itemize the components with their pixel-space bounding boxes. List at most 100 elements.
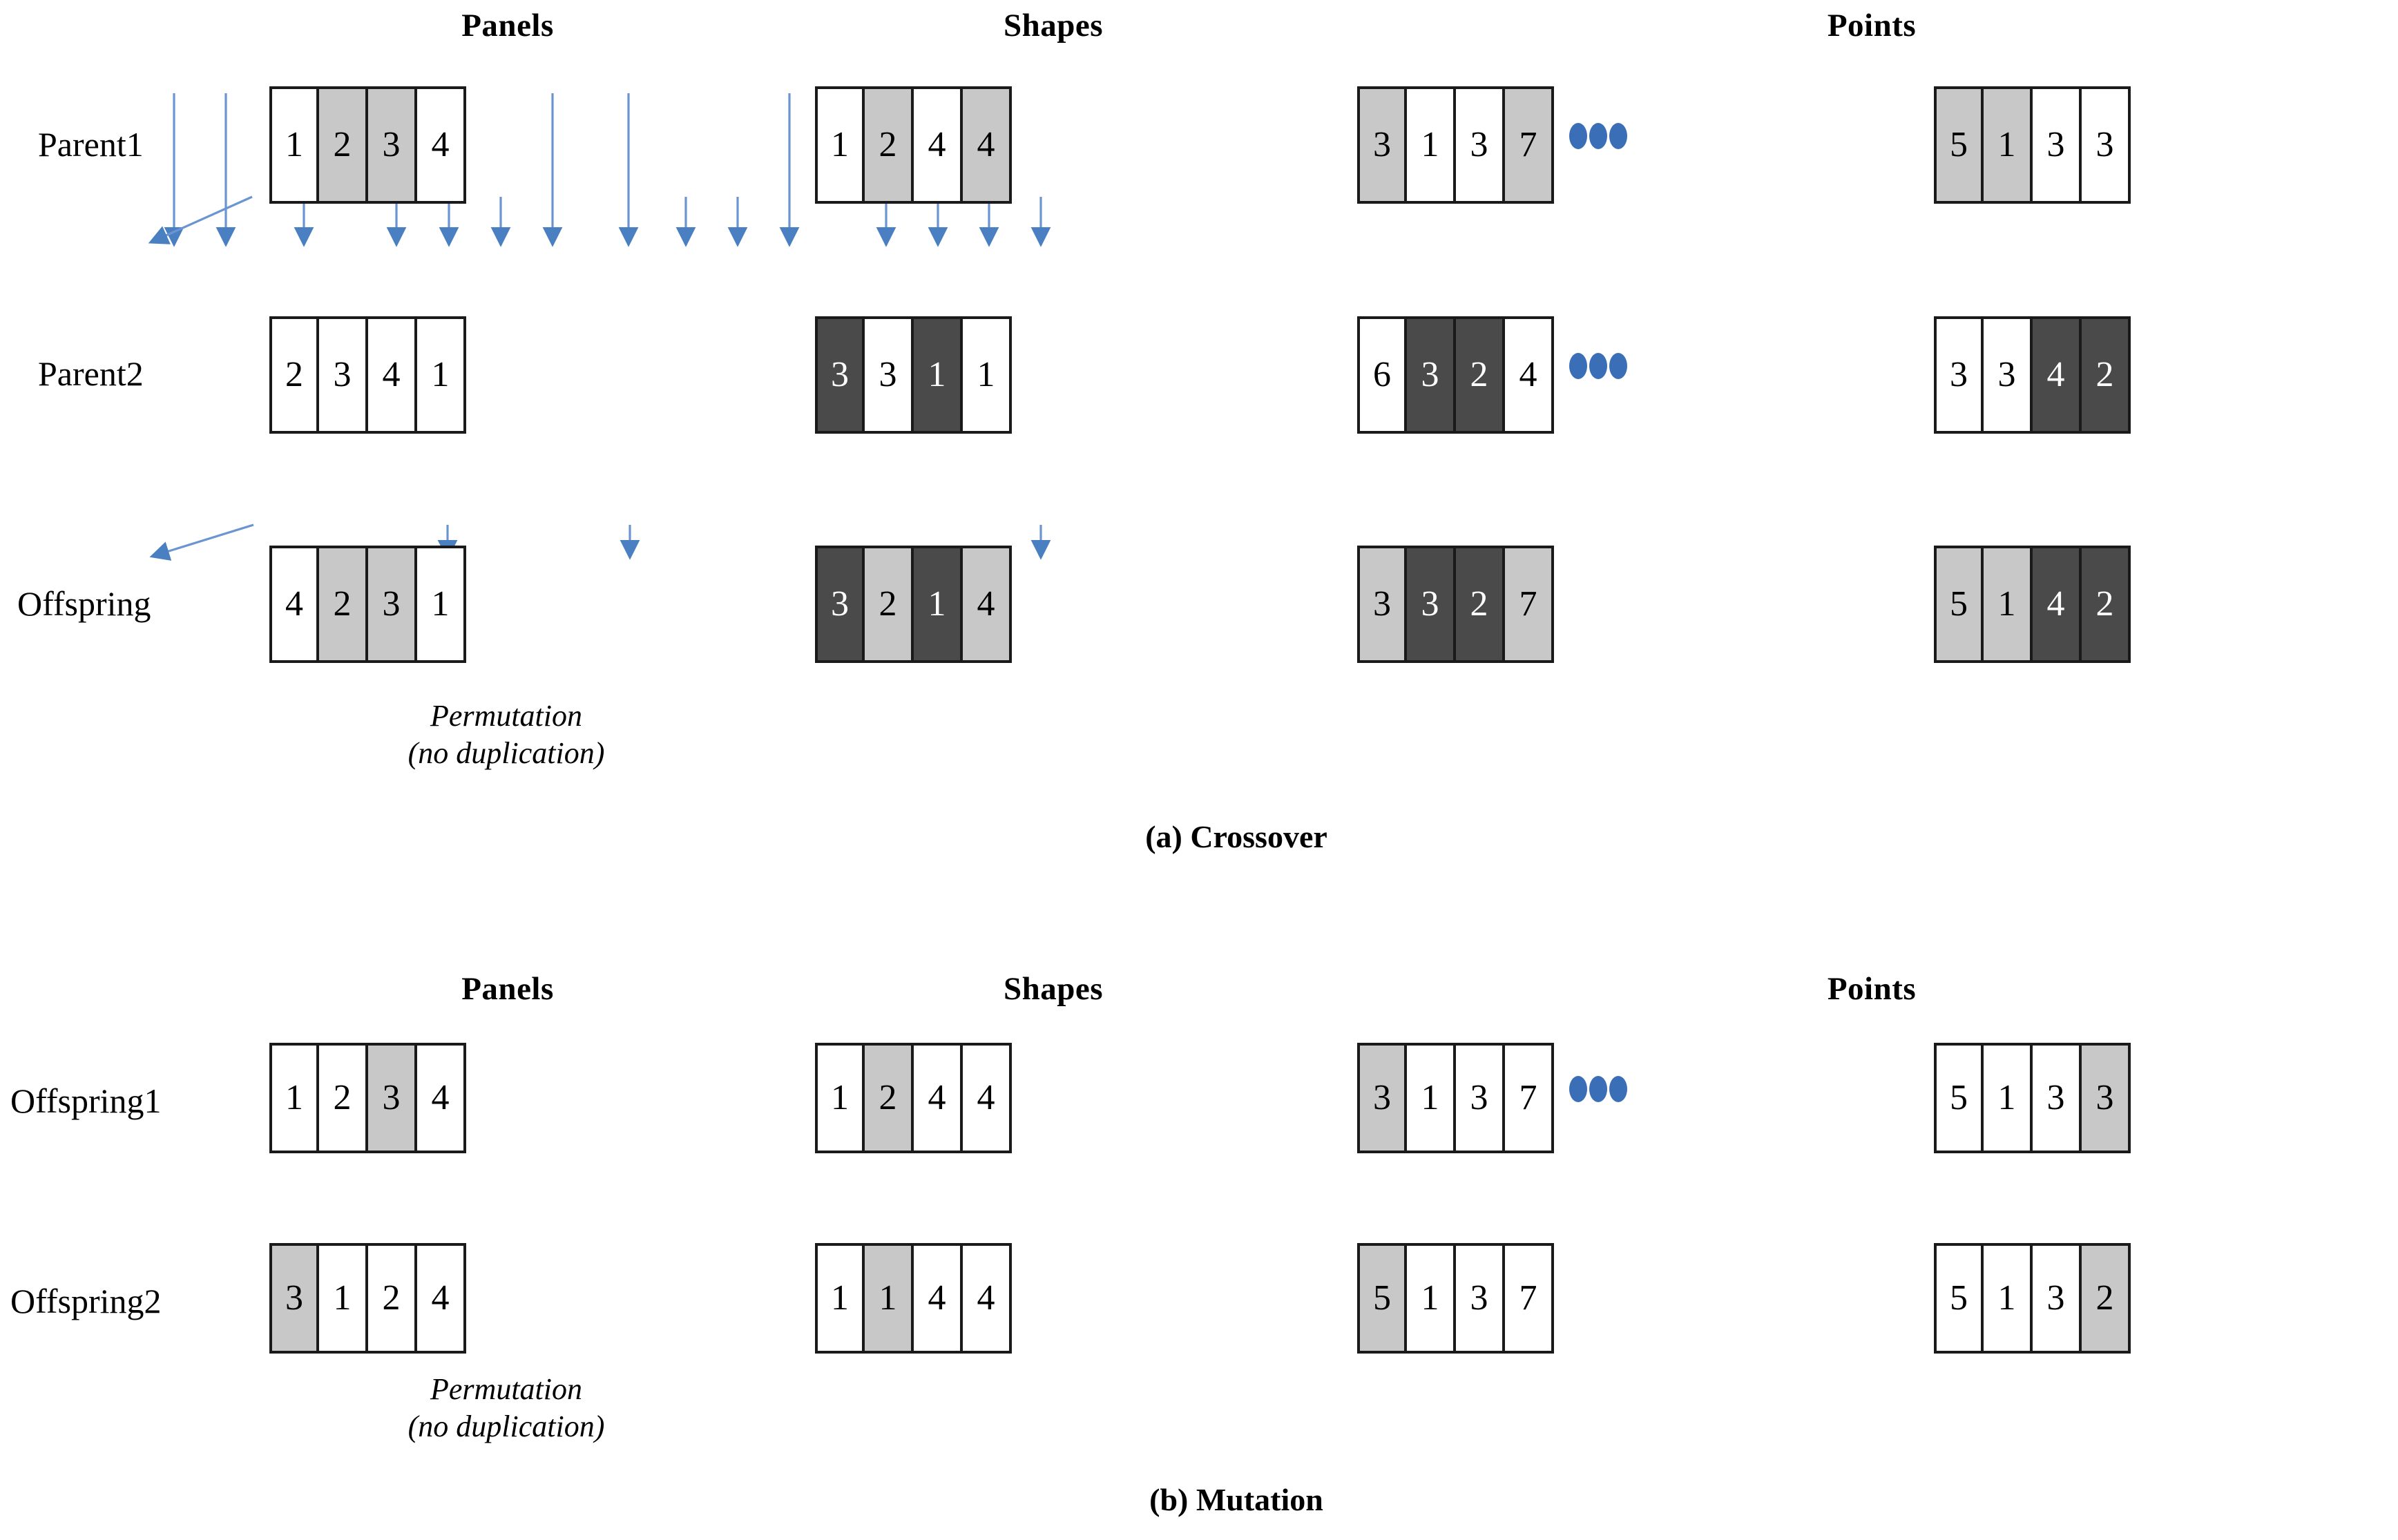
header-points-mutation: Points — [1827, 971, 1917, 1007]
cell-panels-offspring-1: 4 — [272, 548, 319, 660]
header-shapes-mutation: Shapes — [1003, 971, 1104, 1007]
cell-points_left-offspring2-2: 1 — [1407, 1246, 1456, 1351]
header-shapes-crossover: Shapes — [1003, 8, 1104, 44]
cell-panels-parent2-1: 2 — [272, 319, 319, 431]
cell-points_right-parent1-4: 3 — [2082, 89, 2128, 201]
cell-panels-parent2-2: 3 — [319, 319, 368, 431]
cell-panels-offspring2-2: 1 — [319, 1246, 368, 1351]
caption-mutation: (b) Mutation — [1149, 1482, 1323, 1517]
row-label-offspring: Offspring — [17, 584, 151, 623]
cell-points_right-offspring-2: 1 — [1984, 548, 2033, 660]
cell-points_left-offspring1-2: 1 — [1407, 1046, 1456, 1151]
cell-shapes-offspring-4: 4 — [963, 548, 1009, 660]
strip-crossover-shapes-parent2: 3 3 1 1 — [815, 316, 1012, 434]
cell-panels-offspring-2: 2 — [319, 548, 368, 660]
cell-points_right-offspring2-3: 3 — [2033, 1246, 2082, 1351]
cell-shapes-offspring-2: 2 — [865, 548, 914, 660]
strip-mutation-points-right-offspring1: 5 1 3 3 — [1934, 1043, 2131, 1153]
cell-shapes-offspring-1: 3 — [818, 548, 865, 660]
cell-points_left-parent2-2: 3 — [1407, 319, 1456, 431]
cell-shapes-parent2-3: 1 — [914, 319, 963, 431]
cell-points_left-offspring-3: 2 — [1456, 548, 1505, 660]
permutation-note-mutation: Permutation (no duplication) — [408, 1371, 605, 1445]
cell-panels-parent1-1: 1 — [272, 89, 319, 201]
strip-crossover-points-right-parent1: 5 1 3 3 — [1934, 86, 2131, 204]
caption-crossover: (a) Crossover — [1145, 819, 1327, 854]
cell-panels-offspring2-1: 3 — [272, 1246, 319, 1351]
strip-crossover-points-left-parent2: 6 3 2 4 — [1357, 316, 1554, 434]
row-label-parent1: Parent1 — [38, 125, 144, 164]
permutation-note-line2: (no duplication) — [407, 1409, 605, 1443]
cell-panels-offspring-3: 3 — [368, 548, 417, 660]
cell-panels-offspring1-4: 4 — [417, 1046, 463, 1151]
header-points-crossover: Points — [1827, 8, 1917, 44]
dot-icon — [1589, 1076, 1607, 1102]
cell-points_left-offspring1-4: 7 — [1505, 1046, 1551, 1151]
cell-points_right-offspring2-1: 5 — [1937, 1246, 1984, 1351]
cell-points_right-parent2-1: 3 — [1937, 319, 1984, 431]
cell-points_left-parent1-4: 7 — [1505, 89, 1551, 201]
cell-shapes-parent2-2: 3 — [865, 319, 914, 431]
cell-points_right-offspring-4: 2 — [2082, 548, 2128, 660]
cell-points_right-parent2-4: 2 — [2082, 319, 2128, 431]
permutation-note-line1: Permutation — [430, 699, 582, 733]
cell-points_left-offspring1-3: 3 — [1456, 1046, 1505, 1151]
cell-points_left-parent2-3: 2 — [1456, 319, 1505, 431]
cell-points_right-parent2-3: 4 — [2033, 319, 2082, 431]
strip-crossover-panels-parent2: 2 3 4 1 — [269, 316, 466, 434]
dot-icon — [1569, 353, 1587, 379]
strip-mutation-shapes-offspring2: 1 1 4 4 — [815, 1243, 1012, 1354]
cell-points_right-parent1-3: 3 — [2033, 89, 2082, 201]
cell-panels-offspring2-4: 4 — [417, 1246, 463, 1351]
cell-shapes-parent2-4: 1 — [963, 319, 1009, 431]
cell-points_left-offspring2-1: 5 — [1360, 1246, 1407, 1351]
permutation-note-crossover: Permutation (no duplication) — [408, 697, 605, 771]
strip-crossover-shapes-offspring: 3 2 1 4 — [815, 546, 1012, 663]
cell-shapes-parent1-3: 4 — [914, 89, 963, 201]
cell-panels-parent1-4: 4 — [417, 89, 463, 201]
row-label-offspring1: Offspring1 — [10, 1081, 162, 1120]
cell-shapes-offspring1-3: 4 — [914, 1046, 963, 1151]
cell-shapes-offspring1-4: 4 — [963, 1046, 1009, 1151]
ellipsis-dots-offspring1 — [1569, 1076, 1627, 1102]
dot-icon — [1589, 123, 1607, 149]
cell-points_right-offspring2-4: 2 — [2082, 1246, 2128, 1351]
cell-points_left-offspring-4: 7 — [1505, 548, 1551, 660]
cell-panels-offspring1-2: 2 — [319, 1046, 368, 1151]
strip-crossover-points-right-parent2: 3 3 4 2 — [1934, 316, 2131, 434]
strip-mutation-points-right-offspring2: 5 1 3 2 — [1934, 1243, 2131, 1354]
cell-points_left-parent2-1: 6 — [1360, 319, 1407, 431]
cell-points_right-parent1-2: 1 — [1984, 89, 2033, 201]
cell-points_right-offspring1-2: 1 — [1984, 1046, 2033, 1151]
cell-shapes-offspring2-3: 4 — [914, 1246, 963, 1351]
header-panels-crossover: Panels — [461, 8, 554, 44]
cell-points_right-offspring1-1: 5 — [1937, 1046, 1984, 1151]
row-label-parent2: Parent2 — [38, 354, 144, 393]
dot-icon — [1609, 1076, 1627, 1102]
cell-shapes-parent1-1: 1 — [818, 89, 865, 201]
cell-shapes-offspring-3: 1 — [914, 548, 963, 660]
strip-crossover-points-left-offspring: 3 3 2 7 — [1357, 546, 1554, 663]
cell-points_right-offspring2-2: 1 — [1984, 1246, 2033, 1351]
cell-panels-offspring1-3: 3 — [368, 1046, 417, 1151]
strip-mutation-points-left-offspring1: 3 1 3 7 — [1357, 1043, 1554, 1153]
dot-icon — [1569, 1076, 1587, 1102]
cell-points_left-offspring1-1: 3 — [1360, 1046, 1407, 1151]
dot-icon — [1609, 123, 1627, 149]
cell-points_left-parent1-2: 1 — [1407, 89, 1456, 201]
cell-shapes-offspring1-1: 1 — [818, 1046, 865, 1151]
cell-shapes-parent2-1: 3 — [818, 319, 865, 431]
strip-crossover-panels-parent1: 1 2 3 4 — [269, 86, 466, 204]
cell-panels-parent2-3: 4 — [368, 319, 417, 431]
permutation-note-line1: Permutation — [430, 1372, 582, 1406]
cell-points_left-parent1-3: 3 — [1456, 89, 1505, 201]
cell-points_left-parent2-4: 4 — [1505, 319, 1551, 431]
cell-points_left-offspring-2: 3 — [1407, 548, 1456, 660]
strip-crossover-points-left-parent1: 3 1 3 7 — [1357, 86, 1554, 204]
cell-shapes-parent1-4: 4 — [963, 89, 1009, 201]
ellipsis-dots-parent1 — [1569, 123, 1627, 149]
cell-panels-parent2-4: 1 — [417, 319, 463, 431]
strip-mutation-panels-offspring2: 3 1 2 4 — [269, 1243, 466, 1354]
cell-panels-offspring2-3: 2 — [368, 1246, 417, 1351]
cell-points_left-parent1-1: 3 — [1360, 89, 1407, 201]
